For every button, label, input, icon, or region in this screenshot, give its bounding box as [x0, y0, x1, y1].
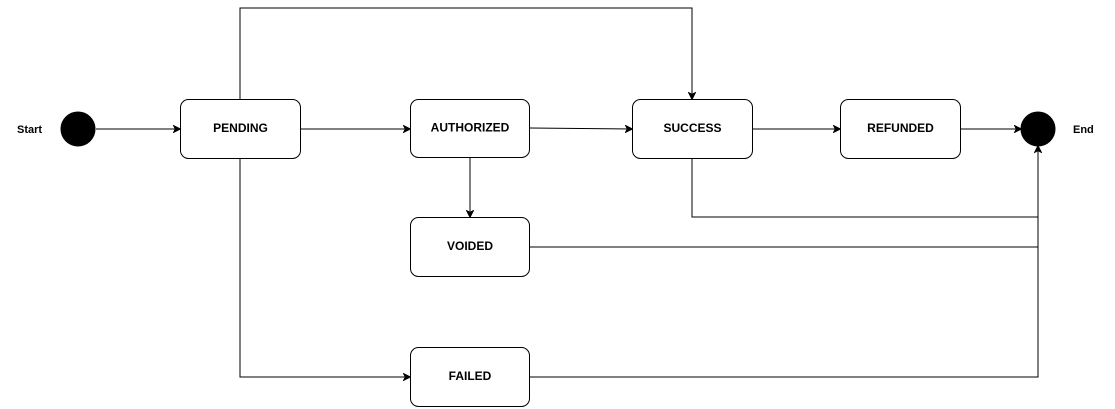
- state-pending-box: [180, 99, 301, 159]
- state-voided-box: [410, 217, 530, 277]
- state-voided[interactable]: VOIDED: [410, 217, 530, 277]
- state-failed[interactable]: FAILED: [410, 347, 530, 407]
- edge-failed-to-end: [530, 146, 1038, 378]
- state-voided-label: VOIDED: [447, 239, 493, 253]
- state-refunded-box: [840, 99, 961, 159]
- state-refunded-label: REFUNDED: [867, 121, 934, 135]
- start-node: Start: [17, 111, 96, 147]
- state-authorized[interactable]: AUTHORIZED: [410, 99, 530, 158]
- end-label: End: [1073, 124, 1094, 136]
- state-pending[interactable]: PENDING: [180, 99, 301, 159]
- end-dot: [1020, 111, 1056, 147]
- state-authorized-label: AUTHORIZED: [431, 121, 510, 135]
- start-dot: [60, 111, 96, 147]
- edge-pending-to-success: [239, 7, 692, 99]
- state-authorized-box: [410, 99, 530, 158]
- state-success-label: SUCCESS: [663, 121, 721, 135]
- edges: [96, 7, 1038, 378]
- state-refunded[interactable]: REFUNDED: [840, 99, 961, 159]
- start-label: Start: [17, 124, 42, 136]
- edge-authorized-to-success: [529, 128, 632, 129]
- end-node: End: [1020, 111, 1094, 147]
- state-success-box: [632, 99, 753, 159]
- state-success[interactable]: SUCCESS: [632, 99, 753, 159]
- edge-pending-to-failed: [239, 159, 410, 377]
- state-failed-label: FAILED: [449, 369, 492, 383]
- state-pending-label: PENDING: [213, 121, 268, 135]
- state-failed-box: [410, 347, 530, 407]
- edge-success-to-end: [691, 159, 1038, 218]
